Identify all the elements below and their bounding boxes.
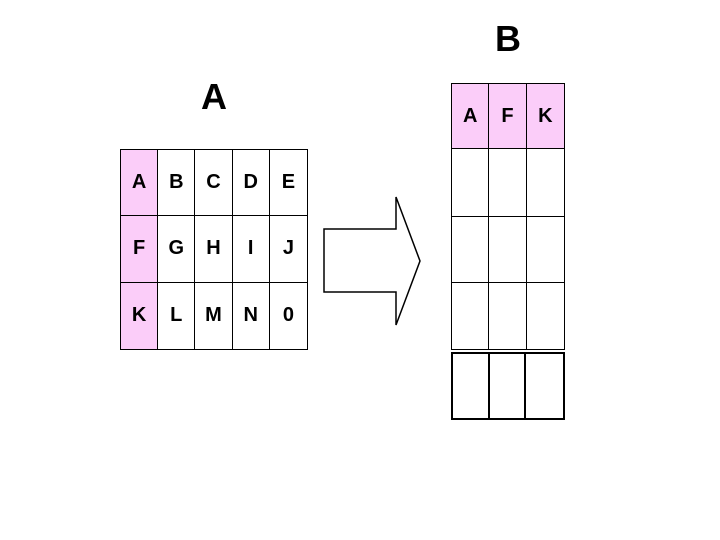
table-b-empty-cell	[452, 149, 490, 217]
table-b-detached-cell	[526, 354, 563, 418]
table-b-empty-cell	[526, 283, 564, 349]
table-b-detached-row	[451, 352, 565, 420]
table-a-cell: N	[232, 282, 270, 349]
table-a-cell: C	[195, 150, 233, 217]
table-a-cell: H	[195, 216, 233, 283]
table-a-cell: F	[121, 216, 159, 283]
table-b-title: B	[495, 18, 521, 59]
table-a: A B C D E F G H I J K L M N 0	[120, 149, 308, 350]
right-block-arrow-icon	[322, 195, 422, 327]
table-a-cell: K	[121, 282, 159, 349]
table-b-empty-cell	[452, 217, 490, 283]
table-a-cell: J	[269, 216, 307, 283]
table-b-empty-cell	[452, 283, 490, 349]
table-a-cell: L	[158, 282, 196, 349]
table-a-cell: B	[158, 150, 196, 217]
table-a-cell: A	[121, 150, 159, 217]
table-a-cell: E	[269, 150, 307, 217]
table-a-title: A	[201, 76, 227, 117]
table-b-detached-cell	[489, 354, 527, 418]
table-a-cell: M	[195, 282, 233, 349]
table-b-header-cell: A	[452, 84, 490, 149]
table-b-empty-cell	[526, 149, 564, 217]
table-b: A F K	[451, 83, 565, 350]
table-b-detached-cell	[453, 354, 490, 418]
table-b-empty-cell	[489, 283, 527, 349]
table-a-cell: I	[232, 216, 270, 283]
table-a-cell: G	[158, 216, 196, 283]
table-b-empty-cell	[526, 217, 564, 283]
table-a-cell: 0	[269, 282, 307, 349]
table-a-cell: D	[232, 150, 270, 217]
table-b-empty-cell	[489, 149, 527, 217]
table-b-empty-cell	[489, 217, 527, 283]
table-b-header-cell: F	[489, 84, 527, 149]
table-b-header-cell: K	[526, 84, 564, 149]
